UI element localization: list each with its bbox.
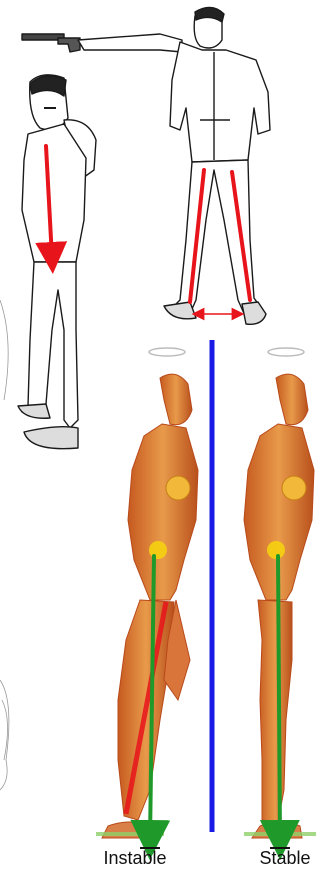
- gravity-line-stable: [278, 556, 280, 840]
- anatomical-figure-unstable: [96, 348, 198, 838]
- caption-stable: Stable: [250, 848, 320, 868]
- background-sketch-fragments: [0, 300, 9, 790]
- shooter-side-illustration: [18, 75, 96, 449]
- caption-unstable: Instable: [94, 848, 176, 868]
